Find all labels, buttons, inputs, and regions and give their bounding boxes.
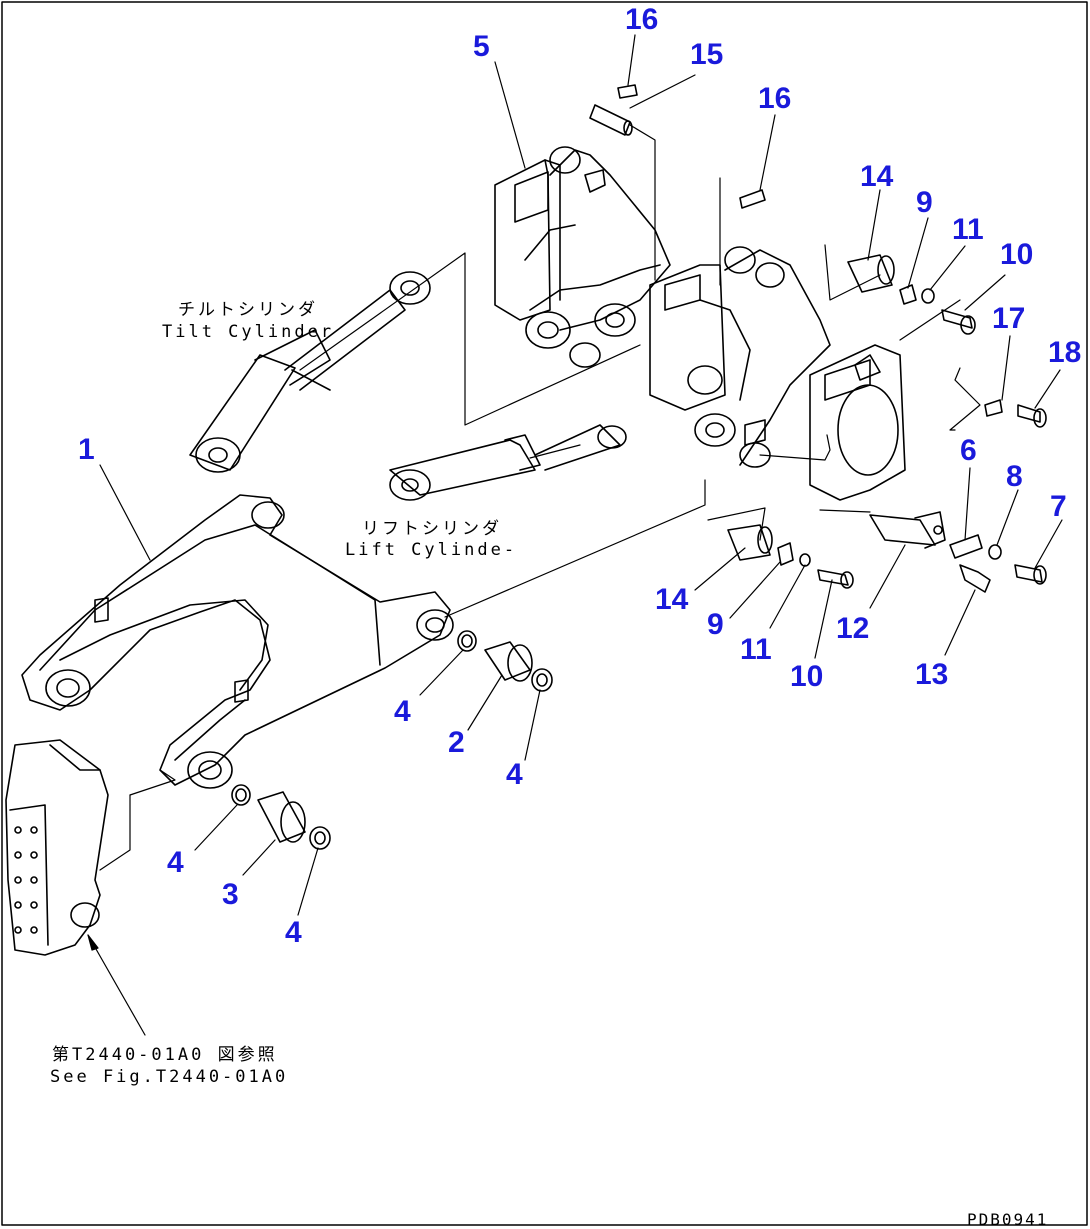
pin-12	[869, 511, 946, 549]
callout-3: 3	[222, 878, 239, 911]
bolt-10-upper	[941, 309, 976, 335]
tilt-cylinder-label-en: Tilt Cylinder	[162, 322, 335, 342]
pin-16-top	[617, 84, 638, 99]
callout-13: 13	[915, 658, 949, 691]
callout-5: 5	[473, 30, 490, 63]
lift-cylinder-label-jp: リフトシリンダ	[362, 519, 502, 539]
tilt-cylinder-label-jp: チルトシリンダ	[178, 300, 318, 320]
seal-4-b	[531, 668, 553, 692]
bolt-18	[1017, 404, 1047, 428]
seal-4-c	[231, 784, 251, 806]
bolt-10-lower	[817, 569, 854, 589]
washer-11-upper	[921, 288, 935, 304]
callout-4-b: 4	[506, 758, 523, 791]
callout-4-a: 4	[394, 695, 411, 728]
callout-9-lower: 9	[707, 608, 724, 641]
see-fig-label-en: See Fig.T2440-01A0	[50, 1067, 289, 1087]
callout-11-lower: 11	[740, 633, 772, 666]
callout-6: 6	[960, 434, 977, 467]
callout-15: 15	[690, 38, 724, 71]
callout-1: 1	[78, 433, 95, 466]
callout-4-c: 4	[167, 846, 184, 879]
bushing-2	[484, 641, 533, 682]
washer-11-lower	[799, 553, 811, 567]
see-fig-label-jp: 第T2440-01A0 図参照	[52, 1045, 278, 1065]
callout-14-lower: 14	[655, 583, 689, 616]
carriage-bracket	[5, 739, 109, 956]
callout-14-upper: 14	[860, 160, 894, 193]
fitting-13	[959, 564, 991, 593]
pin-15	[589, 104, 633, 136]
lift-cylinder-label-en: Lift Cylinde-	[345, 540, 518, 560]
callout-12: 12	[836, 612, 870, 645]
callout-11-upper: 11	[952, 213, 984, 246]
figure-id: PDB0941	[967, 1210, 1049, 1229]
washer-8	[988, 544, 1002, 560]
plate-17	[984, 399, 1003, 417]
callout-4-d: 4	[285, 916, 302, 949]
seal-4-d	[309, 826, 331, 850]
callout-10-upper: 10	[1000, 238, 1034, 271]
bushing-3	[257, 791, 306, 843]
callout-16-top: 16	[625, 3, 659, 36]
right-frame-plate	[809, 344, 906, 501]
pin-16-mid	[739, 189, 766, 209]
callout-17: 17	[992, 302, 1026, 335]
lift-arm-part-1	[21, 494, 454, 789]
plate-9-lower	[777, 542, 794, 566]
plate-6	[949, 534, 983, 559]
callout-10-lower: 10	[790, 660, 824, 693]
bushing-14-lower	[727, 524, 773, 561]
seal-4-a	[457, 630, 477, 652]
callout-9-upper: 9	[916, 186, 933, 219]
callout-7: 7	[1050, 490, 1067, 523]
center-bracket-assembly	[649, 246, 831, 468]
bracket-assembly-part-5	[494, 146, 671, 368]
callout-16-mid: 16	[758, 82, 792, 115]
leader-lines	[87, 34, 1063, 1036]
lift-cylinder	[389, 424, 627, 501]
tilt-cylinder	[189, 271, 431, 473]
bolt-7	[1014, 564, 1047, 585]
bushing-14-upper	[847, 254, 895, 293]
assembly-guide-lines	[99, 124, 981, 871]
callout-2: 2	[448, 726, 465, 759]
callout-8: 8	[1006, 460, 1023, 493]
callout-18: 18	[1048, 336, 1082, 369]
